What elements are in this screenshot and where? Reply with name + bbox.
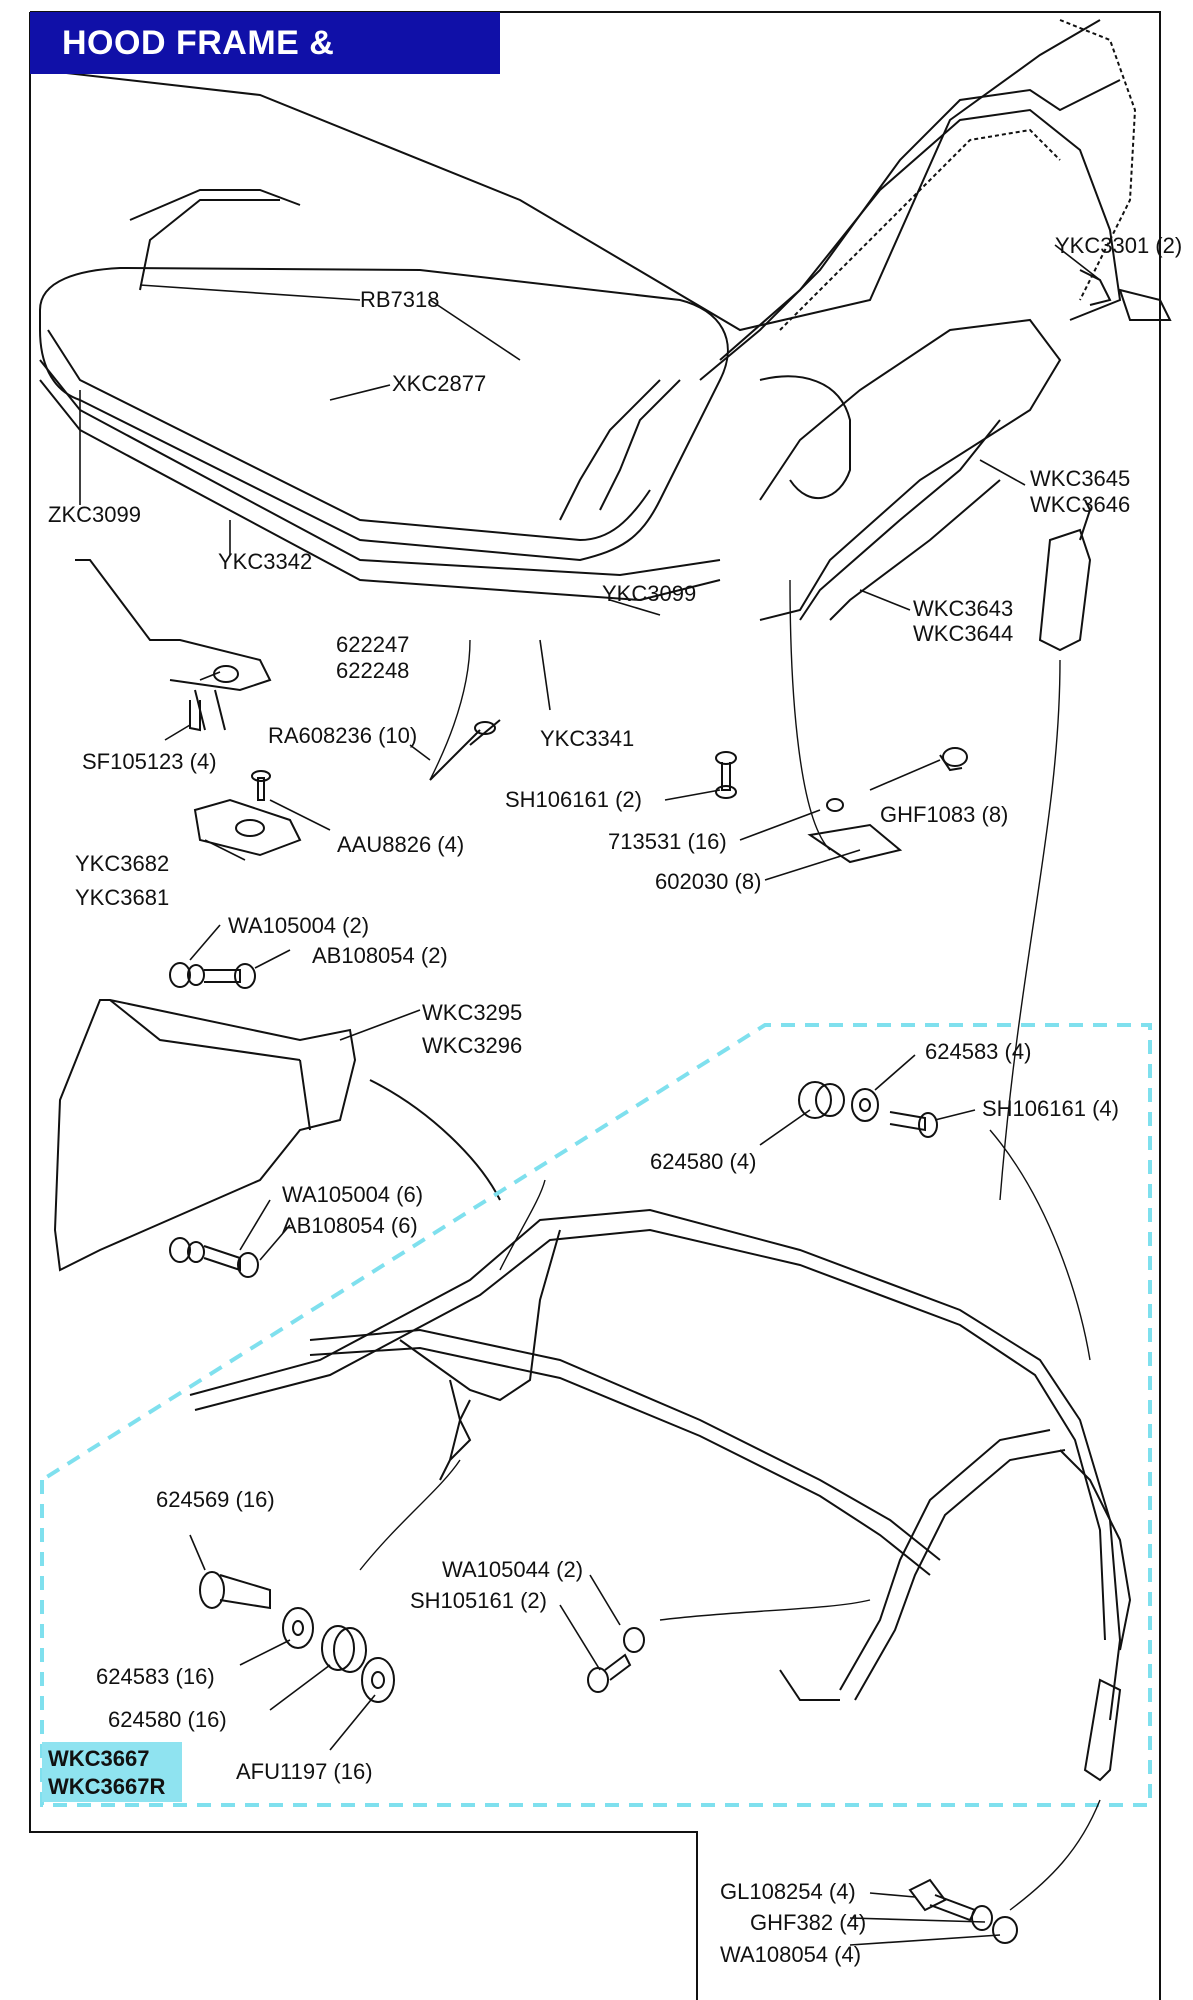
label-sh105161: SH105161 (2) [410,1588,547,1613]
screw-ab108054-bottom [169,1237,259,1278]
label-wa105044: WA105044 (2) [442,1557,584,1582]
quarter-frame [759,269,1172,652]
kit-tag-line1: WKC3667 [48,1746,150,1771]
rivet-ra608236 [429,719,501,781]
label-ra608236: RA608236 (10) [268,723,418,748]
label-wkc3644: WKC3644 [913,621,1014,646]
leader-lines [79,244,1101,1946]
label-622247: 622247 [336,632,410,657]
label-ghf1083: GHF1083 (8) [880,802,1009,827]
fastener-ghf1083 [939,747,968,772]
label-xkc2877: XKC2877 [392,371,487,396]
label-afu1197: AFU1197 (16) [236,1759,373,1784]
label-aau8826: AAU8826 (4) [337,832,465,857]
label-wkc3295: WKC3295 [422,1000,523,1025]
cover-panel [53,999,501,1272]
kit-tag-line2: WKC3667R [48,1774,166,1799]
hood-frame [189,1208,1132,1782]
label-zkc3099: ZKC3099 [48,502,141,527]
label-ykc3681: YKC3681 [75,885,170,910]
label-ykc3342: YKC3342 [218,549,313,574]
label-sf105123: SF105123 (4) [82,749,217,774]
label-624583-4: 624583 (4) [925,1039,1032,1064]
hood-rail [39,189,729,602]
page-border [29,11,1161,2000]
pivot-bolt-624569 [199,1571,271,1610]
label-wkc3643: WKC3643 [913,596,1014,621]
kit-tag: WKC3667 WKC3667R [42,1742,182,1802]
label-ykc3099: YKC3099 [602,581,697,606]
bracket-ykc3682 [193,770,302,857]
label-wkc3645: WKC3645 [1030,466,1131,491]
label-rb7318: RB7318 [360,287,440,312]
nut-afu1197 [361,1657,395,1703]
label-ykc3301: YKC3301 (2) [1055,233,1183,258]
label-wkc3646: WKC3646 [1030,492,1131,517]
label-ab108054-6: AB108054 (6) [282,1213,418,1238]
pivot-hardware-top [798,1081,938,1138]
screw-sh105161 [587,1627,645,1693]
label-624583-16: 624583 (16) [96,1664,215,1689]
washer-624583-16 [282,1607,314,1649]
label-ghf382: GHF382 (4) [750,1910,867,1935]
label-ab108054-2: AB108054 (2) [312,943,448,968]
screw-ab108054-top [169,962,256,989]
label-624580-4: 624580 (4) [650,1149,757,1174]
label-wa105004-2: WA105004 (2) [228,913,370,938]
plate-602030 [807,798,903,864]
label-wa108054: WA108054 (4) [720,1942,862,1967]
bolt-gl108254 [908,1878,1018,1944]
label-622248: 622248 [336,658,410,683]
label-ykc3682: YKC3682 [75,851,170,876]
page-title: HOOD FRAME & FITTINGS [30,12,500,124]
label-602030: 602030 (8) [655,869,762,894]
hood-cover [39,19,1137,381]
spacer-624580-16 [321,1625,367,1673]
label-sh106161-4: SH106161 (4) [982,1096,1119,1121]
label-624580-16: 624580 (16) [108,1707,227,1732]
label-wkc3296: WKC3296 [422,1033,523,1058]
striker-plate [75,559,272,732]
label-gl108254: GL108254 (4) [720,1879,856,1904]
guide-curves [359,579,1101,1911]
label-713531: 713531 (16) [608,829,727,854]
screw-sh106161-small [715,751,737,799]
label-ykc3341: YKC3341 [540,726,635,751]
label-sh106161-2: SH106161 (2) [505,787,642,812]
label-wa105004-6: WA105004 (6) [282,1182,424,1207]
label-624569: 624569 (16) [156,1487,275,1512]
